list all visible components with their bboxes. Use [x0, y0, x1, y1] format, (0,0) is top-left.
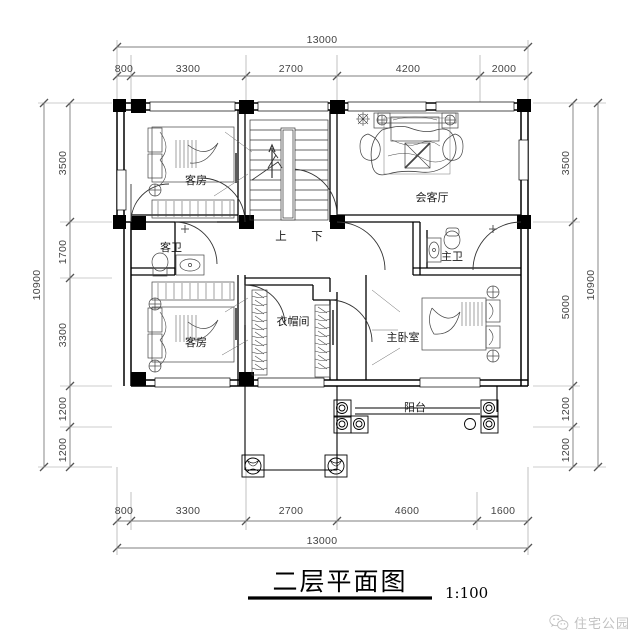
windows: [116, 101, 529, 388]
watermark: 住宅公园: [549, 613, 630, 632]
dim-right-1: 3500: [560, 151, 572, 176]
watermark-label: 住宅公园: [573, 617, 630, 632]
dim-top-3: 2700: [279, 63, 304, 75]
dim-top-5: 2000: [492, 63, 517, 75]
room-label-guest-bedroom-upper: 客房: [185, 173, 207, 187]
dim-top-total: 13000: [307, 34, 338, 46]
dim-left-1: 3500: [57, 151, 69, 176]
drawing-title: 二层平面图: [272, 567, 407, 596]
stair-up-label: 上: [275, 229, 287, 243]
dim-right-4: 1200: [560, 438, 572, 463]
furniture-master-bedroom: [371, 285, 501, 366]
dim-top-1: 800: [115, 63, 133, 75]
dim-bottom-total: 13000: [307, 535, 338, 547]
room-label-master-bathroom: 主卫: [441, 250, 463, 263]
dim-top-2: 3300: [176, 63, 201, 75]
dim-left-total: 10900: [31, 270, 43, 301]
dim-bottom-2: 3300: [176, 505, 201, 517]
furniture-guest-bedroom-lower: [147, 281, 249, 373]
dim-right-2: 5000: [560, 295, 572, 320]
dimension-lines: [38, 40, 606, 555]
drawing-scale: 1:100: [445, 584, 488, 602]
dim-right-3: 1200: [560, 397, 572, 422]
stair-down-label: 下: [311, 229, 323, 243]
furniture-master-bathroom: [426, 225, 497, 263]
dim-left-4: 1200: [57, 397, 69, 422]
dimension-labels: 13000 800 3300 2700 4200 2000 800 3300 2…: [31, 34, 597, 547]
dim-bottom-5: 1600: [491, 505, 516, 517]
balcony-structure: [241, 386, 499, 478]
furniture-guest-bathroom: [151, 225, 205, 277]
room-label-walk-in-closet: 衣帽间: [277, 314, 310, 328]
room-label-master-bedroom: 主卧室: [387, 330, 420, 344]
doors: [130, 153, 522, 345]
furniture-guest-bedroom-upper: [147, 126, 253, 219]
title-block: 二层平面图 1:100: [248, 567, 488, 602]
furniture-reception-hall: [356, 112, 464, 176]
dim-right-total: 10900: [585, 270, 597, 301]
wechat-icon: [549, 614, 569, 631]
room-labels: 客房 客卫 客房 衣帽间 会客厅 主卫 主卧室 阳台: [160, 173, 463, 414]
dim-bottom-3: 2700: [279, 505, 304, 517]
furniture-walk-in-closet: [251, 289, 331, 378]
dim-left-2: 1700: [57, 240, 69, 265]
dim-bottom-1: 800: [115, 505, 133, 517]
room-label-guest-bathroom: 客卫: [160, 240, 182, 254]
room-label-guest-bedroom-lower: 客房: [185, 335, 207, 349]
dim-left-3: 3300: [57, 323, 69, 348]
room-label-reception-hall: 会客厅: [416, 190, 449, 204]
dim-bottom-4: 4600: [395, 505, 420, 517]
staircase: [249, 119, 329, 221]
dim-top-4: 4200: [396, 63, 421, 75]
room-label-balcony: 阳台: [404, 400, 426, 414]
dim-left-5: 1200: [57, 438, 69, 463]
